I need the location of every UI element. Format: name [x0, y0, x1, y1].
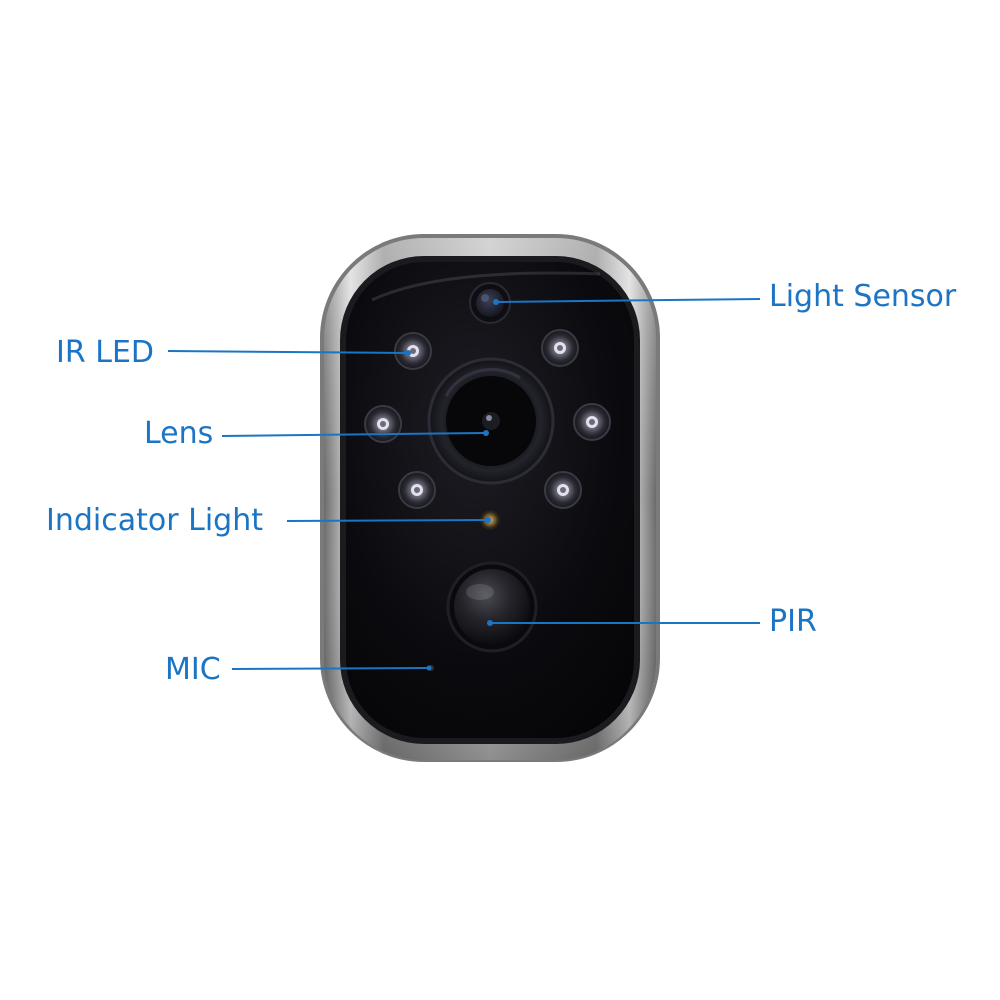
- lens-label: Lens: [144, 416, 214, 451]
- panel-reflection: [371, 271, 601, 302]
- mic-leader-line: [231, 667, 428, 670]
- light-sensor-icon: [469, 282, 511, 324]
- lens-icon: [427, 357, 555, 485]
- ir-led-pointer-dot: [405, 350, 411, 356]
- mic-pointer-dot: [426, 665, 432, 671]
- lens-leader-line: [221, 432, 485, 437]
- ir-led-icon: [398, 471, 436, 509]
- ir-led-leader-line: [167, 350, 407, 354]
- ir-led-icon: [541, 329, 579, 367]
- light-sensor-label: Light Sensor: [769, 279, 957, 314]
- mic-label: MIC: [165, 652, 221, 687]
- indicator-light-leader-line: [286, 519, 487, 522]
- indicator-light-pointer-dot: [485, 517, 491, 523]
- ir-led-icon: [573, 403, 611, 441]
- ir-led-label: IR LED: [56, 335, 154, 370]
- pir-pointer-dot: [487, 620, 493, 626]
- light-sensor-pointer-dot: [493, 299, 499, 305]
- callout-dots: [405, 299, 499, 671]
- indicator-light-label: Indicator Light: [46, 503, 263, 538]
- camera-front-panel: [346, 262, 634, 738]
- ir-led-icon: [394, 332, 432, 370]
- pir-sensor-icon: [446, 561, 538, 653]
- lens-pointer-dot: [483, 430, 489, 436]
- ir-led-icon: [544, 471, 582, 509]
- light-sensor-leader-line: [497, 298, 761, 303]
- callout-lines: [167, 298, 761, 670]
- ir-led-icon: [364, 405, 402, 443]
- pir-label: PIR: [769, 604, 817, 639]
